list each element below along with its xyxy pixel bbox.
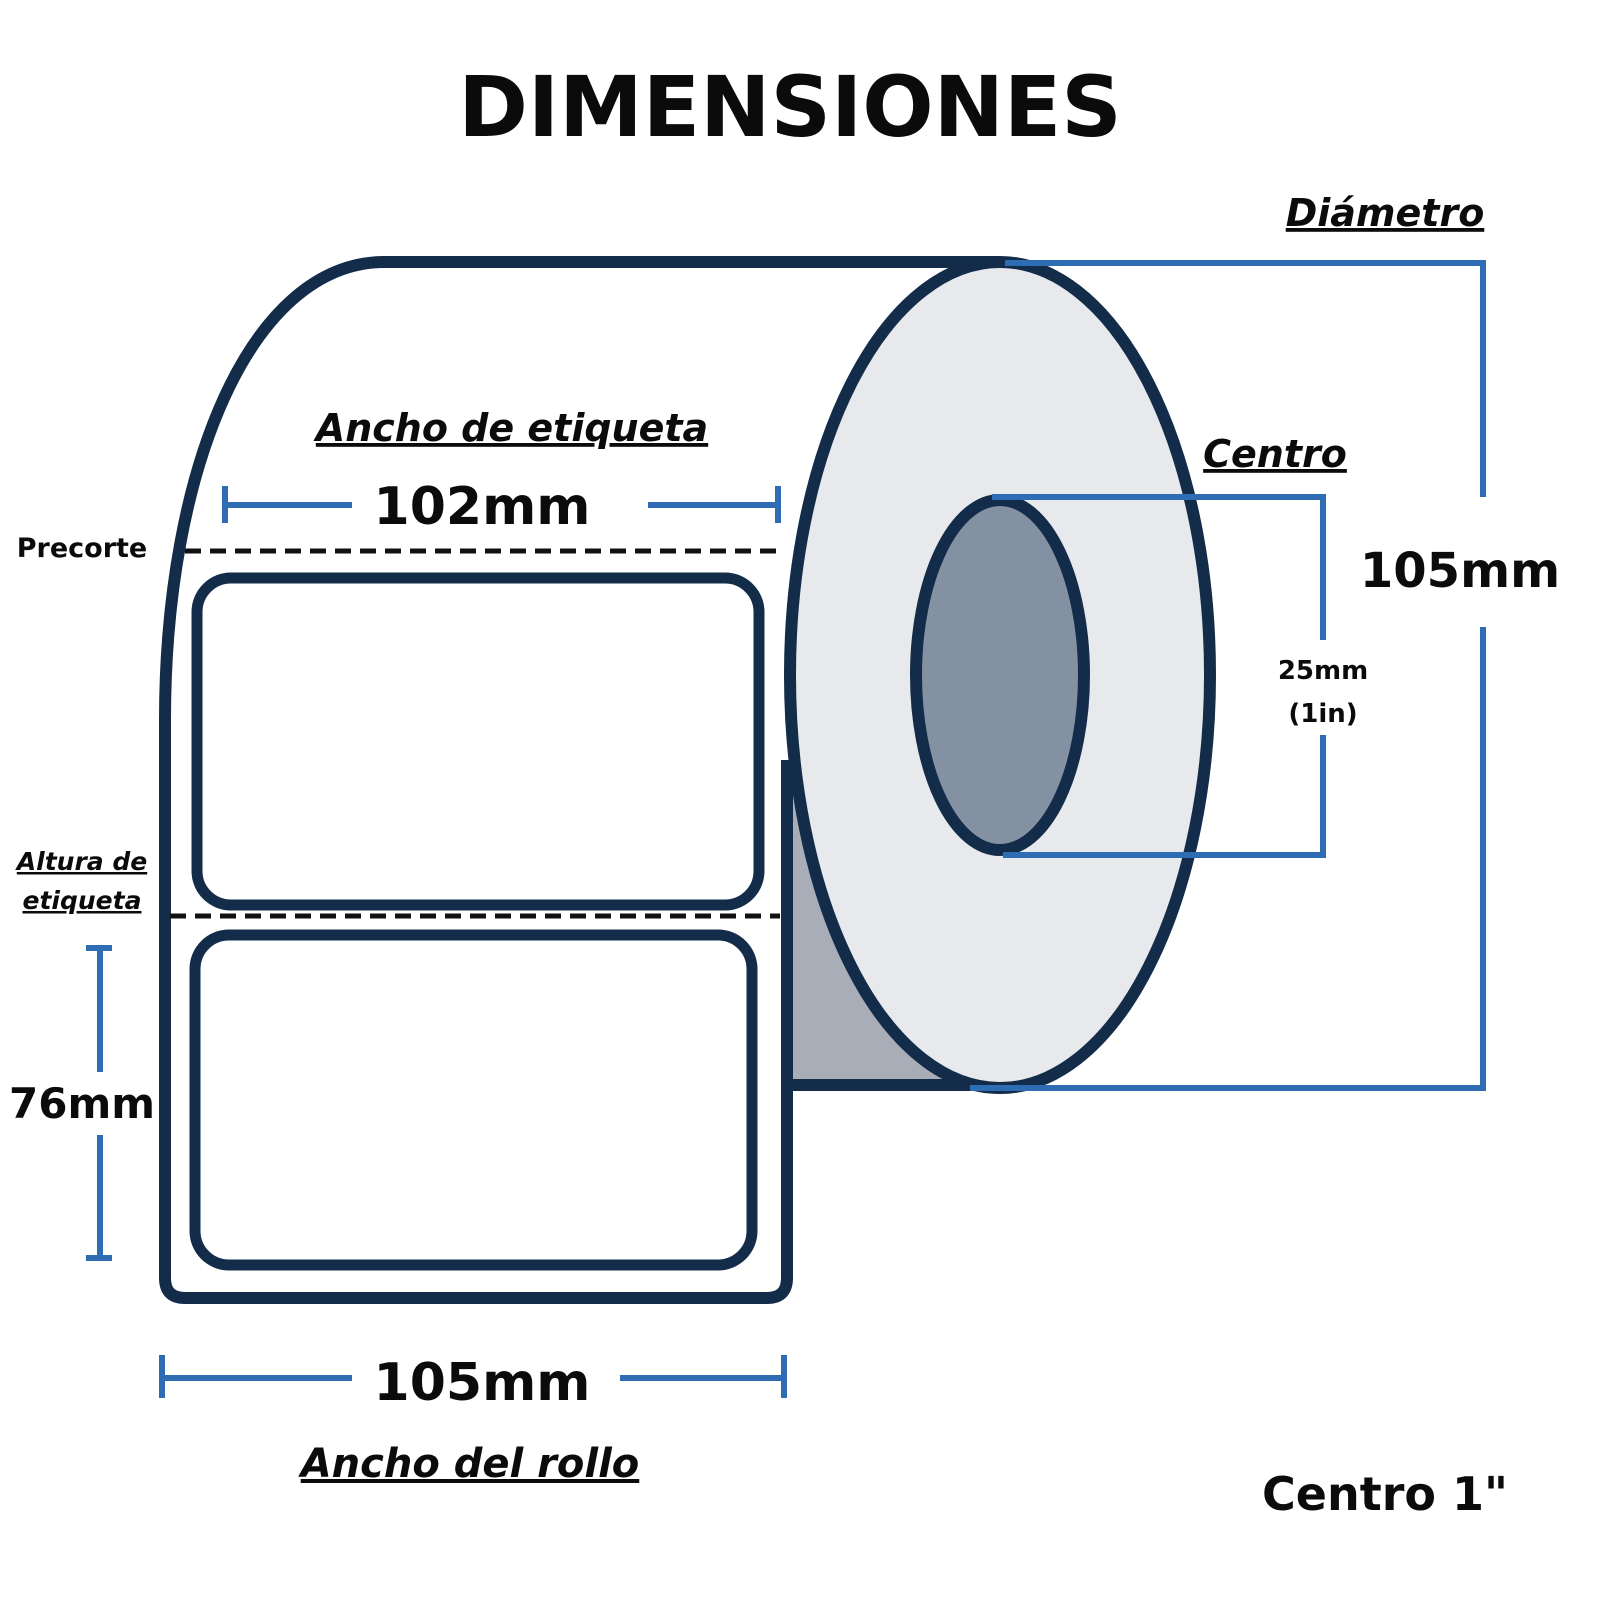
roll-width-label: Ancho del rollo	[298, 1441, 640, 1487]
core-value-in: (1in)	[1288, 699, 1357, 729]
core-dimension	[1003, 735, 1326, 858]
roll-width-dimension	[159, 1355, 787, 1398]
page-title: DIMENSIONES	[458, 58, 1122, 156]
label-1	[191, 572, 765, 911]
core-dimension	[992, 494, 1326, 640]
label-width-label: Ancho de etiqueta	[313, 406, 708, 450]
label-height-label: etiqueta	[23, 886, 142, 915]
diameter-value: 105mm	[1360, 543, 1560, 599]
perforation-label: Precorte	[17, 533, 148, 564]
core-note: Centro 1"	[1262, 1467, 1508, 1521]
label-width-dimension	[222, 486, 781, 523]
core-label: Centro	[1203, 432, 1347, 476]
core-value-mm: 25mm	[1278, 656, 1368, 686]
diameter-dimension	[970, 627, 1486, 1091]
roll-width-value: 105mm	[374, 1353, 591, 1413]
diameter-dimension	[1005, 260, 1486, 497]
label-height-value: 76mm	[9, 1079, 155, 1128]
label-height-dimension	[86, 945, 112, 1261]
label-height-label: Altura de	[15, 847, 147, 876]
label-2	[189, 929, 758, 1271]
roll-core	[910, 494, 1090, 856]
label-width-value: 102mm	[374, 477, 591, 537]
diameter-label: Diámetro	[1286, 191, 1485, 235]
